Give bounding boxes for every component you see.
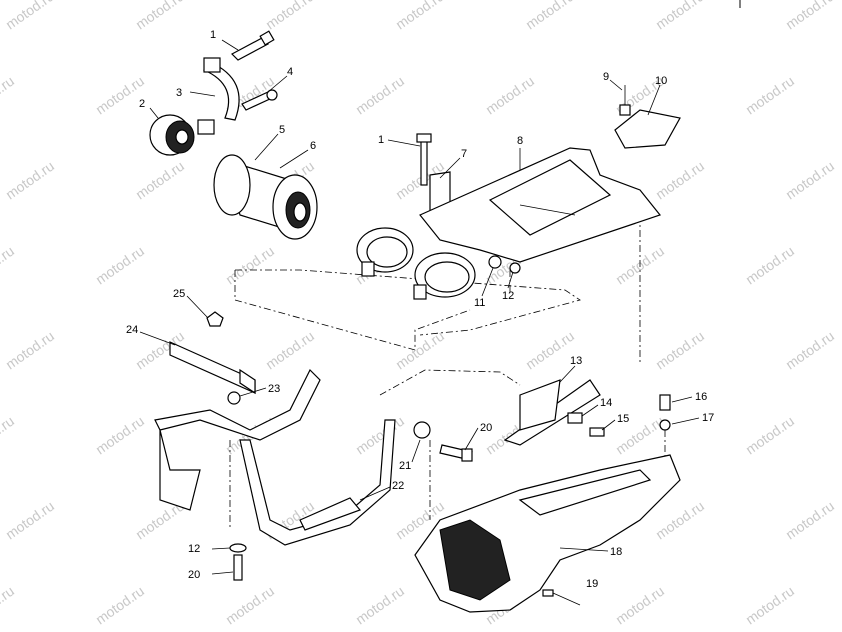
watermark-text: motod.ru: [783, 328, 837, 373]
watermark-text: motod.ru: [483, 73, 537, 118]
callout-7: 7: [461, 148, 467, 160]
reference-lines: [229, 200, 666, 530]
bolt-4: [241, 89, 278, 111]
callout-25: 25: [173, 288, 185, 300]
watermark-text: motod.ru: [743, 243, 797, 288]
watermark-text: motod.ru: [653, 158, 707, 203]
callout-6: 6: [310, 140, 316, 152]
watermark-text: motod.ru: [0, 583, 17, 628]
callout-1-center: 1: [378, 134, 384, 146]
watermark-text: motod.ru: [3, 158, 57, 203]
watermark-text: motod.ru: [263, 328, 317, 373]
callout-leaders: [139, 39, 700, 575]
chaincase-guard: [414, 454, 681, 613]
nut-25: [206, 311, 224, 327]
watermark-text: motod.ru: [93, 583, 147, 628]
screw-19: [542, 589, 581, 606]
callout-2: 2: [139, 98, 145, 110]
watermark-text: motod.ru: [3, 498, 57, 543]
plate-24: [169, 341, 256, 395]
washers-11-12: [488, 255, 521, 274]
bolt-16: [659, 394, 671, 411]
callout-19: 19: [586, 578, 598, 590]
drive-drum: [213, 154, 318, 240]
bolt-20-upper: [439, 444, 473, 462]
washer-23: [227, 391, 241, 405]
watermark-text: motod.ru: [653, 498, 707, 543]
callout-12-upper: 12: [502, 290, 514, 302]
callout-4: 4: [287, 66, 293, 78]
clamp-bracket: [197, 57, 240, 135]
callout-16: 16: [695, 391, 707, 403]
watermark-text: motod.ru: [353, 413, 407, 458]
watermark-text: motod.ru: [653, 0, 707, 32]
bracket-10: [614, 109, 681, 149]
watermark-text: motod.ru: [0, 243, 17, 288]
callout-3: 3: [176, 87, 182, 99]
watermark-text: motod.ru: [393, 0, 447, 32]
watermark-text: motod.ru: [743, 73, 797, 118]
watermark-text: motod.ru: [393, 328, 447, 373]
watermark-text: motod.ru: [0, 73, 17, 118]
bolt-top: [231, 30, 275, 61]
watermark-text: motod.ru: [783, 158, 837, 203]
suspension-frame: [419, 147, 662, 263]
callout-22: 22: [392, 480, 404, 492]
callout-labels: 1 2 3 4 5 6 1 7 8 9 10 11 12 25 24 23 13…: [126, 29, 714, 590]
watermark-text: motod.ru: [3, 328, 57, 373]
watermark-text: motod.ru: [0, 413, 17, 458]
watermark-text: motod.ru: [223, 243, 277, 288]
watermark-text: motod.ru: [133, 158, 187, 203]
watermark-text: motod.ru: [743, 413, 797, 458]
bracket-13: [503, 379, 601, 446]
washer-12-lower: [229, 543, 247, 553]
callout-11: 11: [474, 297, 485, 309]
callout-17: 17: [702, 412, 714, 424]
watermark-text: motod.ru: [783, 498, 837, 543]
watermark-text: motod.ru: [133, 0, 187, 32]
callout-20-upper: 20: [480, 422, 492, 434]
watermark-text: motod.ru: [653, 328, 707, 373]
watermark-text: motod.ru: [523, 328, 577, 373]
bolt-center: [416, 133, 432, 186]
callout-21: 21: [399, 460, 411, 472]
callout-13: 13: [570, 355, 582, 367]
callout-20-lower: 20: [188, 569, 200, 581]
callout-1-top: 1: [210, 29, 216, 41]
callout-24: 24: [126, 324, 138, 336]
bolt-15: [589, 427, 605, 437]
spacer-14: [567, 412, 583, 424]
bearing: [149, 114, 195, 156]
callout-12-lower: 12: [188, 543, 200, 555]
watermark-text: motod.ru: [263, 0, 317, 32]
callout-23: 23: [268, 383, 280, 395]
mount-rings: [356, 227, 476, 300]
watermark-text: motod.ru: [223, 583, 277, 628]
washer-17: [659, 419, 671, 431]
rear-bumper: [154, 368, 396, 546]
watermark-text: motod.ru: [353, 73, 407, 118]
watermark-text: motod.ru: [93, 73, 147, 118]
callout-8: 8: [517, 135, 523, 147]
callout-14: 14: [600, 397, 612, 409]
bolt-20-lower: [233, 554, 243, 581]
callout-18: 18: [610, 546, 622, 558]
watermark-text: motod.ru: [3, 0, 57, 32]
watermark-text: motod.ru: [613, 583, 667, 628]
callout-5: 5: [279, 124, 285, 136]
callout-9: 9: [603, 71, 609, 83]
watermark-text: motod.ru: [93, 243, 147, 288]
watermark-text: motod.ru: [353, 583, 407, 628]
watermark-text: motod.ru: [523, 0, 577, 32]
watermark-text: motod.ru: [93, 413, 147, 458]
washer-21: [413, 421, 431, 439]
callout-10: 10: [655, 75, 667, 87]
nut-9: [619, 85, 631, 116]
watermark-text: motod.ru: [743, 583, 797, 628]
watermark-text: motod.ru: [783, 0, 837, 32]
callout-15: 15: [617, 413, 629, 425]
